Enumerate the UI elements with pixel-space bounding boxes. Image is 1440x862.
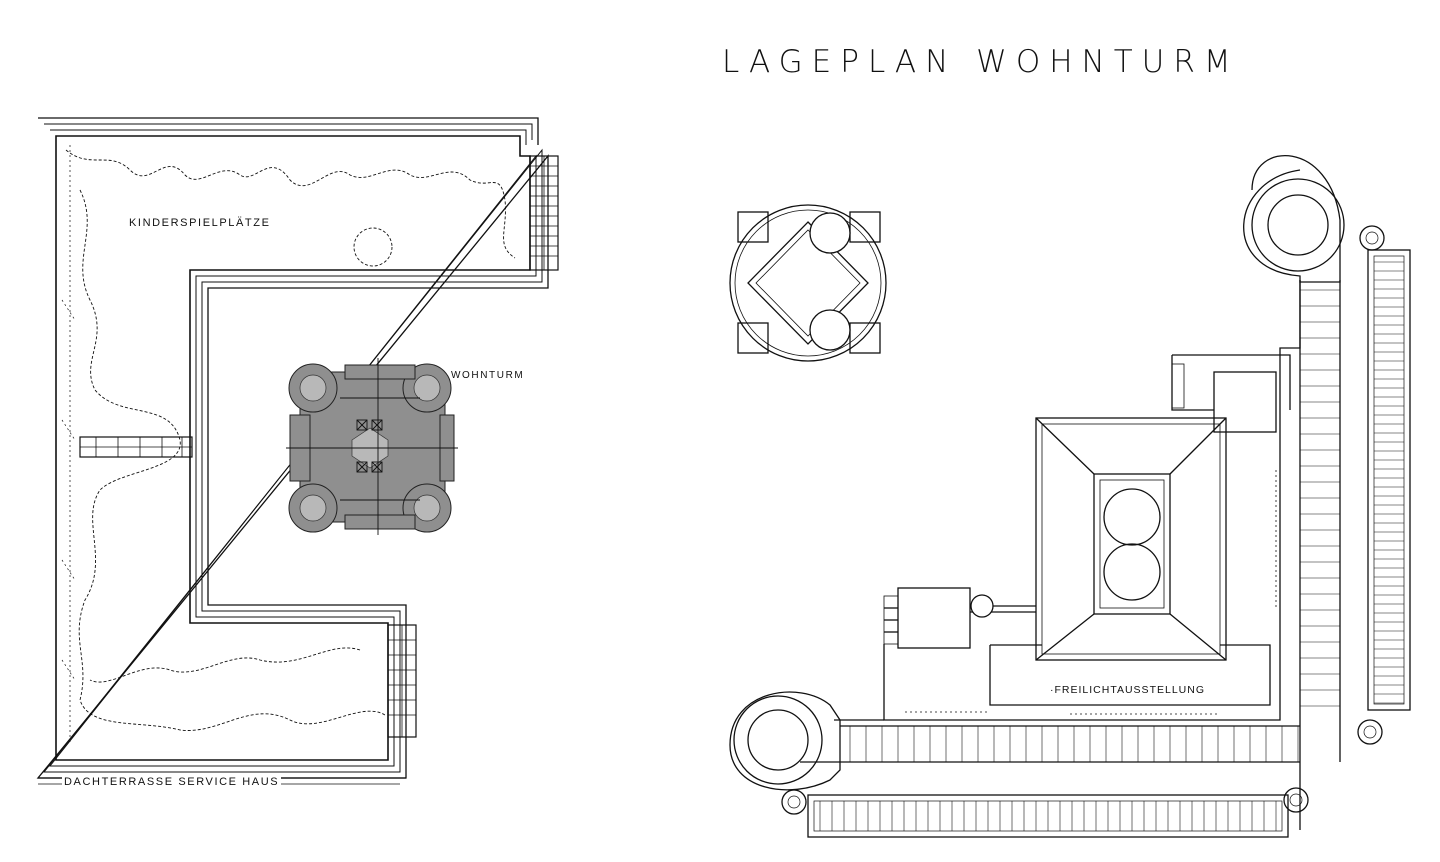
residential-tower-plan: [286, 358, 458, 535]
label-tower: WOHNTURM: [451, 370, 525, 381]
label-playgrounds: KINDERSPIELPLÄTZE: [129, 217, 271, 229]
label-exhibition: ·FREILICHTAUSSTELLUNG: [1050, 684, 1205, 696]
colonnade-walkways: [729, 155, 1411, 838]
round-pavilion: [729, 204, 887, 362]
exhibition-building: [834, 280, 1301, 721]
plan-title: LAGEPLAN WOHNTURM: [722, 44, 1240, 80]
label-roof-terrace: DACHTERRASSE SERVICE HAUS: [62, 776, 282, 788]
